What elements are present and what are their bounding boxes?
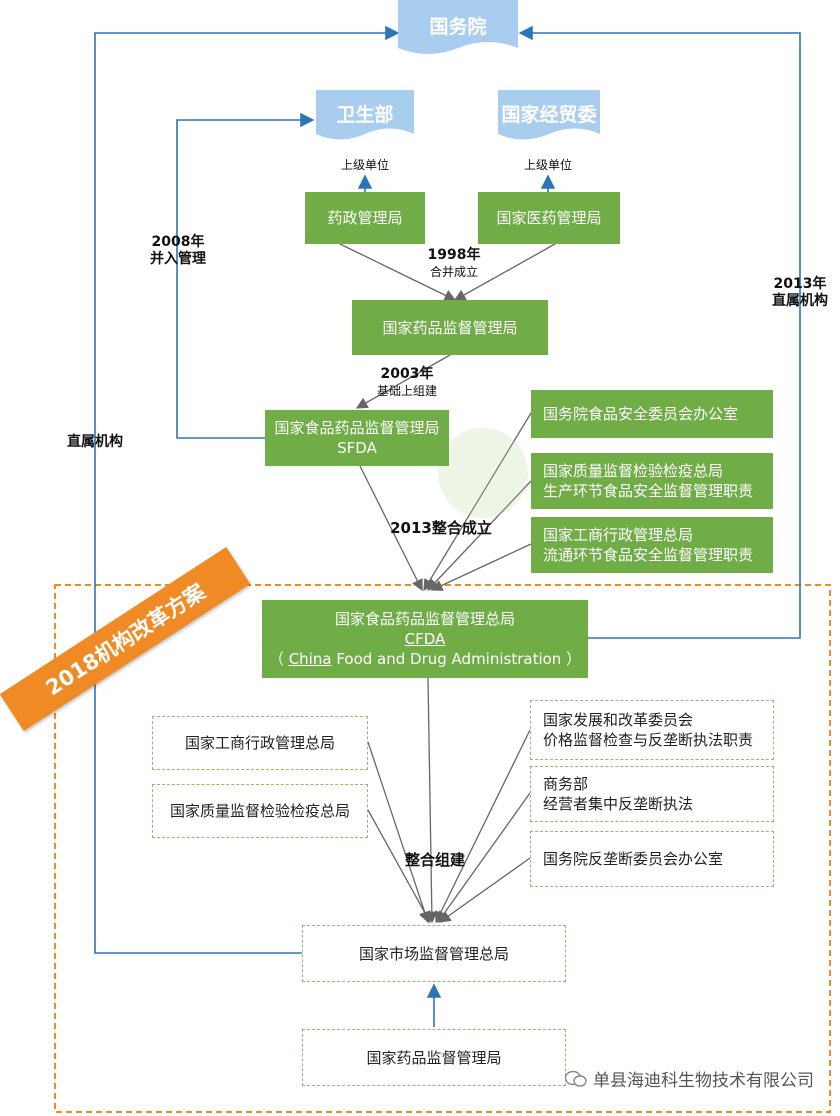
label-integrate: 整合组建 <box>404 851 465 869</box>
node-mofcom: 商务部 经营者集中反垄断执法 <box>530 766 774 822</box>
label-2008-text: 并入管理 <box>150 251 206 267</box>
node-ndrc-line1: 国家发展和改革委员会 <box>543 711 694 729</box>
label-2003: 2003年 基础上组建 <box>364 366 450 400</box>
arrow-cfda-to-samr <box>425 677 438 924</box>
node-pharma-admin: 药政管理局 <box>305 192 425 244</box>
node-cfda-line3: （ China Food and Drug Administration ） <box>269 649 581 669</box>
node-antimonopoly-office: 国务院反垄断委员会办公室 <box>530 831 774 887</box>
line-2013-direct <box>518 25 801 639</box>
node-cfda-line3-china: China <box>288 650 332 668</box>
label-1998-text: 合并成立 <box>429 265 478 279</box>
label-2008-year: 2008年 <box>151 234 205 250</box>
node-state-pharma: 国家医药管理局 <box>478 192 620 244</box>
node-nmpa-label: 国家药品监督管理局 <box>366 1048 502 1067</box>
node-cfda-line2: CFDA <box>404 630 446 648</box>
node-cfda-line3-open: （ <box>268 650 289 668</box>
node-state-pharma-label: 国家医药管理局 <box>496 209 602 227</box>
watermark: 单县海迪科生物技术有限公司 <box>565 1066 814 1091</box>
arrow-saic18-to-samr <box>367 741 431 924</box>
node-mofcom-line1: 商务部 <box>543 775 589 793</box>
node-cfda-line1: 国家食品药品监督管理总局 <box>334 610 515 628</box>
node-mofcom-line2: 经营者集中反垄断执法 <box>543 795 694 813</box>
arrow-aqsiq-to-cfda <box>427 480 532 591</box>
node-saic-line1: 国家工商行政管理总局 <box>543 526 694 544</box>
node-sfda-line1: 国家食品药品监督管理局 <box>274 419 440 437</box>
node-samr: 国家市场监督管理总局 <box>302 925 566 982</box>
node-food-safety-office-label: 国务院食品安全委员会办公室 <box>543 405 739 423</box>
label-2013-direct-text: 直属机构 <box>772 293 828 309</box>
label-2008: 2008年 并入管理 <box>130 234 226 268</box>
arrow-sfda-to-cfda <box>359 465 423 592</box>
node-state-council-label: 国务院 <box>429 15 487 38</box>
node-aqsiq: 国家质量监督检验检疫总局 生产环节食品安全监督管理职责 <box>531 453 773 509</box>
node-pharma-admin-label: 药政管理局 <box>327 209 403 227</box>
label-direct-left: 直属机构 <box>67 434 123 450</box>
label-2013-direct: 2013年 直属机构 <box>752 276 840 310</box>
arrow-office-to-cfda <box>423 412 532 592</box>
node-saic-2018-label: 国家工商行政管理总局 <box>184 734 335 752</box>
node-samr-label: 国家市场监督管理总局 <box>358 944 509 963</box>
node-sfda-line2: SFDA <box>337 439 377 457</box>
arrow-saic-to-cfda <box>430 543 532 591</box>
node-sfda: 国家食品药品监督管理局 SFDA <box>265 410 449 466</box>
arrow-sda-to-sfda <box>355 354 451 409</box>
node-sda: 国家药品监督管理局 <box>352 300 548 355</box>
node-aqsiq-2018-label: 国家质量监督检验检疫总局 <box>169 802 350 820</box>
arrow-aqsiq18-to-samr <box>367 809 431 924</box>
label-2013-direct-year: 2013年 <box>773 276 827 292</box>
arrow-antimono-to-samr <box>438 857 531 923</box>
line-left-direct <box>94 25 400 954</box>
node-food-safety-office: 国务院食品安全委员会办公室 <box>531 390 773 438</box>
node-antimonopoly-office-label: 国务院反垄断委员会办公室 <box>543 850 724 868</box>
node-cfda-line3-rest: Food and Drug Administration ） <box>331 650 582 668</box>
label-1998-year: 1998年 <box>427 247 481 263</box>
node-aqsiq-line2: 生产环节食品安全监督管理职责 <box>543 482 754 500</box>
line-2008-merge <box>176 112 315 439</box>
watermark-text: 单县海迪科生物技术有限公司 <box>593 1071 814 1091</box>
label-1998: 1998年 合并成立 <box>411 247 497 281</box>
label-merge-2013: 2013整合成立 <box>390 519 492 537</box>
node-cfda: 国家食品药品监督管理总局 CFDA （ China Food and Drug … <box>262 600 588 678</box>
wechat-icon <box>565 1070 587 1087</box>
node-state-council: 国务院 <box>398 0 518 60</box>
arrow-state-pharma-to-sda <box>453 243 556 301</box>
node-ministry-health-label: 卫生部 <box>336 103 394 126</box>
label-2003-year: 2003年 <box>380 366 434 382</box>
node-ndrc: 国家发展和改革委员会 价格监督检查与反垄断执法职责 <box>530 700 774 760</box>
node-econ-trade-label: 国家经贸委 <box>501 103 597 126</box>
node-sda-label: 国家药品监督管理局 <box>382 318 518 337</box>
label-2003-text: 基础上组建 <box>376 384 437 398</box>
node-ministry-health: 卫生部 <box>316 90 414 146</box>
node-econ-trade: 国家经贸委 <box>498 90 600 146</box>
node-nmpa: 国家药品监督管理局 <box>302 1029 566 1086</box>
node-aqsiq-line1: 国家质量监督检验检疫总局 <box>543 462 724 480</box>
node-saic-2018: 国家工商行政管理总局 <box>152 716 368 770</box>
watermark-bubble <box>438 428 528 518</box>
node-ndrc-line2: 价格监督检查与反垄断执法职责 <box>543 731 754 749</box>
arrow-pharma-to-sda <box>339 243 457 301</box>
node-saic-line2: 流通环节食品安全监督管理职责 <box>543 546 754 564</box>
label-superior-1: 上级单位 <box>340 158 389 172</box>
label-superior-2: 上级单位 <box>523 158 572 172</box>
reform-2018-region <box>54 584 831 1113</box>
arrow-mofcom-to-samr <box>437 792 531 924</box>
arrow-ndrc-to-samr <box>435 729 531 924</box>
node-aqsiq-2018: 国家质量监督检验检疫总局 <box>152 784 368 838</box>
node-saic: 国家工商行政管理总局 流通环节食品安全监督管理职责 <box>531 517 773 573</box>
